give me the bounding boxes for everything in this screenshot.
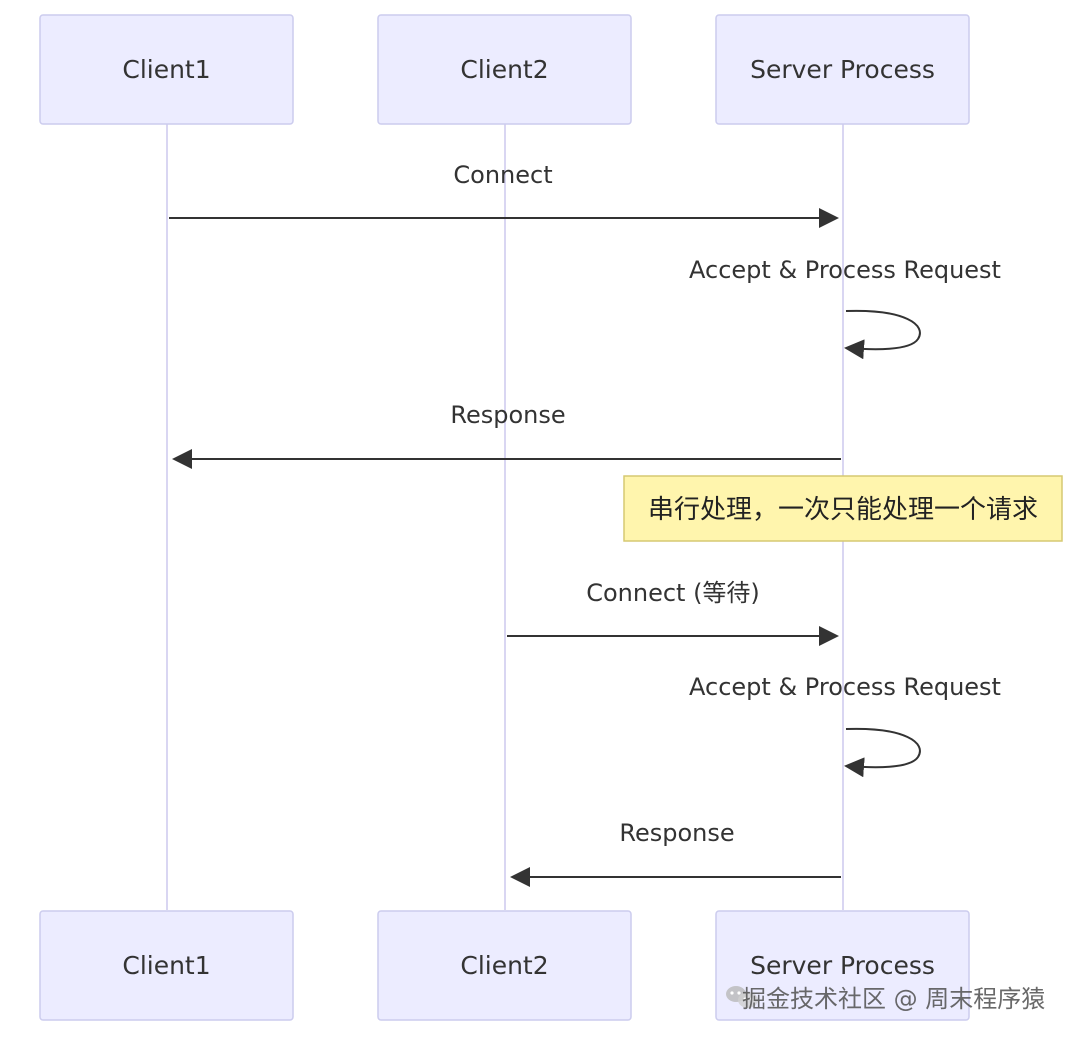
message-label-response-client2: Response xyxy=(619,819,734,847)
message-response-client2: Response xyxy=(510,819,841,887)
actor-label-client1-bottom: Client1 xyxy=(122,951,210,980)
messages: Connect Accept & Process Request Respons… xyxy=(169,161,1063,887)
message-connect-client2: Connect (等待) xyxy=(507,579,839,646)
note-serial-processing: 串行处理，一次只能处理一个请求 xyxy=(623,475,1063,542)
message-accept-process-request-1: Accept & Process Request xyxy=(689,256,1001,360)
actor-label-server-process-top: Server Process xyxy=(750,55,935,84)
message-label-connect-client2: Connect (等待) xyxy=(586,579,760,607)
message-response-client1: Response xyxy=(172,401,841,469)
bottom-actors: Client1 Client2 Server Process xyxy=(39,910,970,1021)
top-actors: Client1 Client2 Server Process xyxy=(39,14,970,125)
actor-label-client2-bottom: Client2 xyxy=(460,951,548,980)
actor-client2-bottom: Client2 xyxy=(377,910,632,1021)
watermark-text: 掘金技术社区 @ 周末程序猿 xyxy=(742,985,1045,1013)
message-connect-client1: Connect xyxy=(169,161,839,228)
note-text-serial-processing: 串行处理，一次只能处理一个请求 xyxy=(648,495,1038,525)
message-label-accept-process-request-1: Accept & Process Request xyxy=(689,256,1001,284)
message-label-connect-client1: Connect xyxy=(453,161,552,189)
watermark: 掘金技术社区 @ 周末程序猿 xyxy=(726,985,1045,1013)
wechat-icon xyxy=(726,986,758,1008)
actor-server-process-top: Server Process xyxy=(715,14,970,125)
actor-server-process-bottom: Server Process xyxy=(715,910,970,1021)
message-accept-process-request-2: Accept & Process Request xyxy=(689,673,1001,778)
message-label-response-client1: Response xyxy=(450,401,565,429)
actor-label-client1-top: Client1 xyxy=(122,55,210,84)
actor-client1-top: Client1 xyxy=(39,14,294,125)
message-label-accept-process-request-2: Accept & Process Request xyxy=(689,673,1001,701)
actor-label-server-process-bottom: Server Process xyxy=(750,951,935,980)
actor-client1-bottom: Client1 xyxy=(39,910,294,1021)
actor-label-client2-top: Client2 xyxy=(460,55,548,84)
actor-client2-top: Client2 xyxy=(377,14,632,125)
